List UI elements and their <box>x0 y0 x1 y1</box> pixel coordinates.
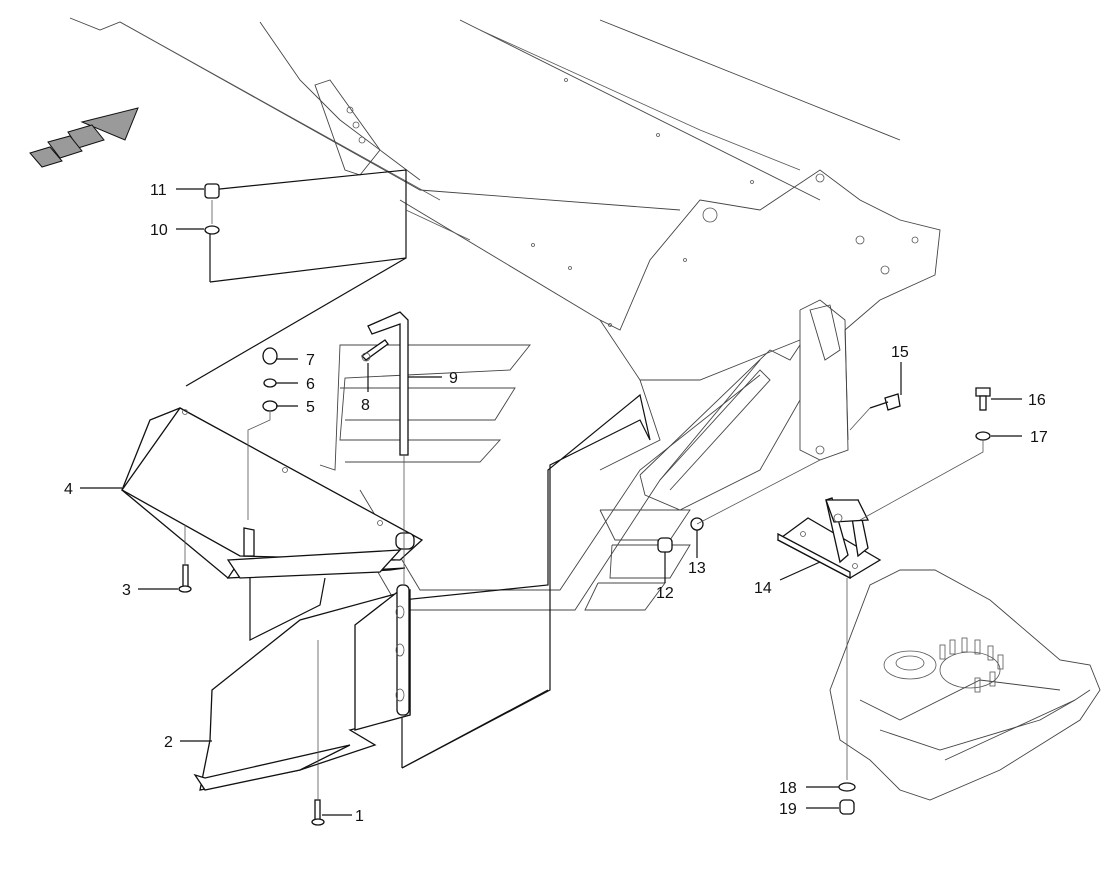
callout-10: 10 <box>150 222 168 239</box>
callout-15: 15 <box>891 344 909 361</box>
mounting-plate <box>209 169 471 283</box>
callout-16: 16 <box>1028 392 1046 409</box>
callout-5: 5 <box>306 399 315 416</box>
fasteners <box>178 183 991 826</box>
callout-7: 7 <box>306 352 315 369</box>
callout-11: 11 <box>150 182 167 199</box>
callout-4: 4 <box>64 481 73 498</box>
rear-plate <box>185 257 651 769</box>
callout-12: 12 <box>656 585 674 602</box>
callout-6: 6 <box>306 376 315 393</box>
machine-frame <box>69 17 941 511</box>
callout-3: 3 <box>122 582 131 599</box>
lower-guard <box>193 577 411 791</box>
travel-direction-arrow-icon <box>29 107 139 168</box>
leader-lines <box>80 188 1022 816</box>
callout-labels: 1 2 3 4 5 6 7 8 9 10 11 12 13 14 15 16 1… <box>64 182 1048 825</box>
base-frame <box>829 569 1101 801</box>
callout-13: 13 <box>688 560 706 577</box>
callout-14: 14 <box>754 580 772 597</box>
upper-guard <box>121 407 424 579</box>
mounting-bracket <box>776 497 882 580</box>
locking-rod <box>360 311 409 585</box>
callout-1: 1 <box>355 808 364 825</box>
callout-2: 2 <box>164 734 173 751</box>
callout-19: 19 <box>779 801 797 818</box>
callout-18: 18 <box>779 780 797 797</box>
callout-9: 9 <box>449 370 458 387</box>
callout-17: 17 <box>1030 429 1048 446</box>
callout-8: 8 <box>361 397 370 414</box>
